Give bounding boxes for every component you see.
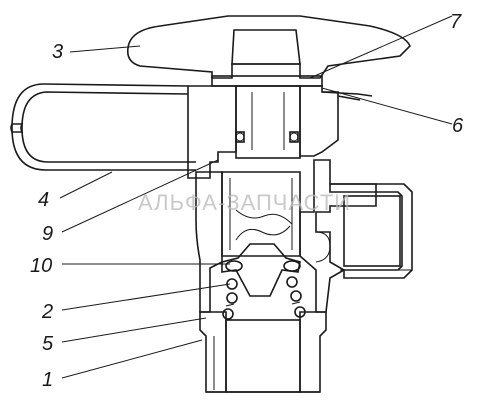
callout-9: 9 — [42, 223, 53, 245]
handwheel-cap — [126, 15, 411, 79]
callout-3: 3 — [52, 41, 63, 63]
callout-1: 1 — [42, 369, 53, 391]
spring — [222, 276, 306, 320]
bonnet-housing — [187, 85, 373, 179]
valve-body — [195, 159, 377, 313]
callout-10: 10 — [30, 255, 52, 277]
callout-4: 4 — [38, 189, 49, 211]
callout-5: 5 — [42, 333, 54, 355]
callout-7: 7 — [450, 11, 462, 33]
wire-bail — [10, 83, 196, 171]
callout-2: 2 — [41, 301, 53, 323]
outlet-port — [315, 183, 413, 279]
valve-plug — [221, 243, 301, 297]
leader-lines — [59, 15, 453, 379]
watermark-text: АЛЬФА-ЗАПЧАСТИ — [138, 190, 351, 215]
callout-6: 6 — [452, 115, 464, 137]
inlet-stem — [199, 311, 327, 393]
